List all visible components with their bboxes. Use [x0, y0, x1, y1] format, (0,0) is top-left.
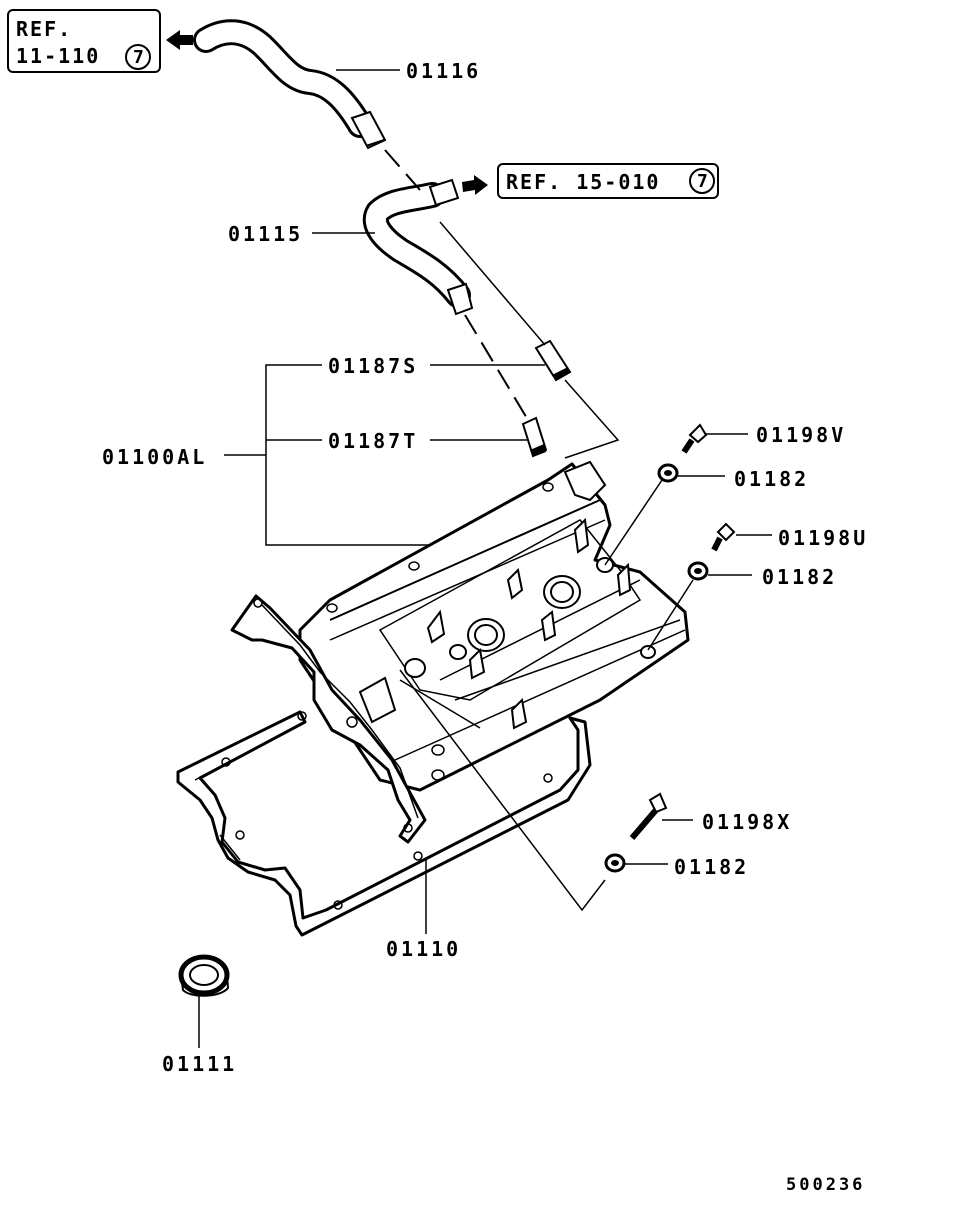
ref-box-15-010-text: REF. 15-010: [506, 170, 660, 194]
bolt-01198V: [681, 423, 708, 454]
bracket-line: [265, 364, 430, 546]
label-01115: 01115: [228, 222, 303, 246]
diagram-id: 500236: [786, 1175, 865, 1195]
guide-line: [604, 479, 663, 566]
guide-line: [564, 379, 620, 459]
label-01116: 01116: [406, 59, 481, 83]
guide-line: [399, 679, 481, 729]
ref-box-15-010-number: 7: [697, 171, 708, 192]
ref-box-11-110-line1: REF.: [16, 17, 72, 41]
label-01187S: 01187S: [328, 354, 418, 378]
washer-01182-a: [657, 463, 679, 483]
label-01100AL: 01100AL: [102, 445, 207, 469]
label-01182-b: 01182: [762, 565, 837, 589]
ref-box-11-110-number: 7: [133, 47, 144, 68]
guide-line: [439, 221, 546, 346]
label-01198X: 01198X: [702, 810, 792, 834]
arrow-right-icon: [462, 175, 488, 195]
label-01110: 01110: [386, 937, 461, 961]
label-01198V: 01198V: [756, 423, 846, 447]
label-01198U: 01198U: [778, 526, 868, 550]
guide-line: [399, 669, 606, 912]
circle-7-icon: [125, 44, 151, 70]
arrow-left-icon: [166, 30, 193, 50]
label-01182-a: 01182: [734, 467, 809, 491]
ref-box-11-110-line2: 11-110: [16, 44, 100, 68]
rocker-cover-01100AL: [298, 460, 690, 792]
seal-01111: [178, 954, 230, 997]
bolt-01198U: [711, 522, 736, 552]
label-01111: 01111: [162, 1052, 237, 1076]
washer-01182-c: [604, 853, 626, 873]
dashed-connection: [464, 314, 529, 421]
ref-box-15-010[interactable]: REF. 15-010 7: [497, 163, 719, 199]
front-gasket: [230, 594, 427, 844]
hose-01115: [362, 178, 474, 316]
washer-01182-b: [687, 561, 709, 581]
label-01182-c: 01182: [674, 855, 749, 879]
connector-01187S: [534, 339, 572, 382]
dashed-connection: [384, 149, 421, 191]
bolt-01198X: [629, 792, 668, 840]
hose-01116: [193, 19, 387, 150]
circle-7-icon: [689, 168, 715, 194]
connector-01187T: [521, 416, 548, 458]
guide-line: [647, 579, 694, 651]
gasket-01110: [176, 710, 592, 937]
ref-box-11-110[interactable]: REF. 11-110 7: [7, 9, 161, 73]
label-01187T: 01187T: [328, 429, 418, 453]
